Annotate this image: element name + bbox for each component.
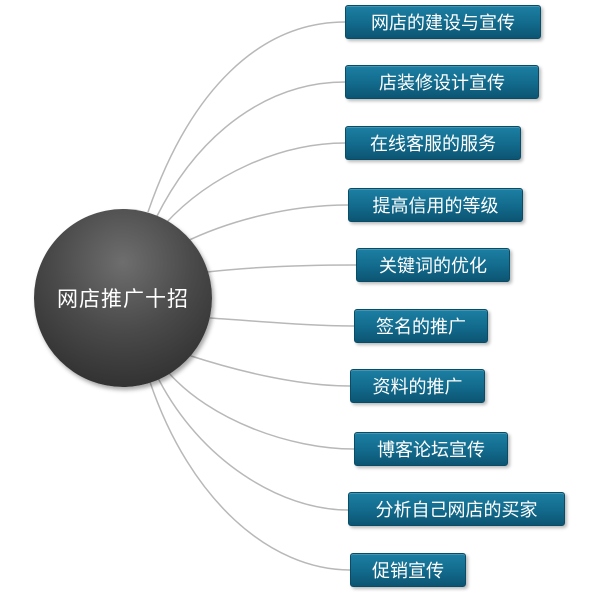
branch-node-7: 资料的推广 [350,369,485,403]
branch-node-8: 博客论坛宣传 [354,432,508,466]
branch-node-3: 在线客服的服务 [345,126,521,160]
branch-node-2: 店装修设计宣传 [345,65,539,99]
branch-node-6: 签名的推广 [354,309,488,343]
branch-node-1: 网店的建设与宣传 [345,5,541,39]
center-node: 网店推广十招 [34,209,212,387]
center-label: 网店推广十招 [57,287,189,311]
branch-node-4: 提高信用的等级 [348,188,523,222]
branch-node-10: 促销宣传 [350,553,466,587]
connector-line-9 [157,377,349,511]
branch-node-9: 分析自己网店的买家 [348,492,565,526]
branch-node-5: 关键词的优化 [356,248,510,282]
connector-line-2 [155,81,346,219]
connector-line-1 [147,21,346,213]
connector-line-6 [209,317,355,327]
connector-line-8 [167,371,355,450]
connector-line-4 [182,204,349,244]
connector-line-5 [206,264,357,273]
connector-line-3 [164,142,346,225]
connector-line-7 [187,354,351,387]
connector-line-10 [149,381,351,571]
